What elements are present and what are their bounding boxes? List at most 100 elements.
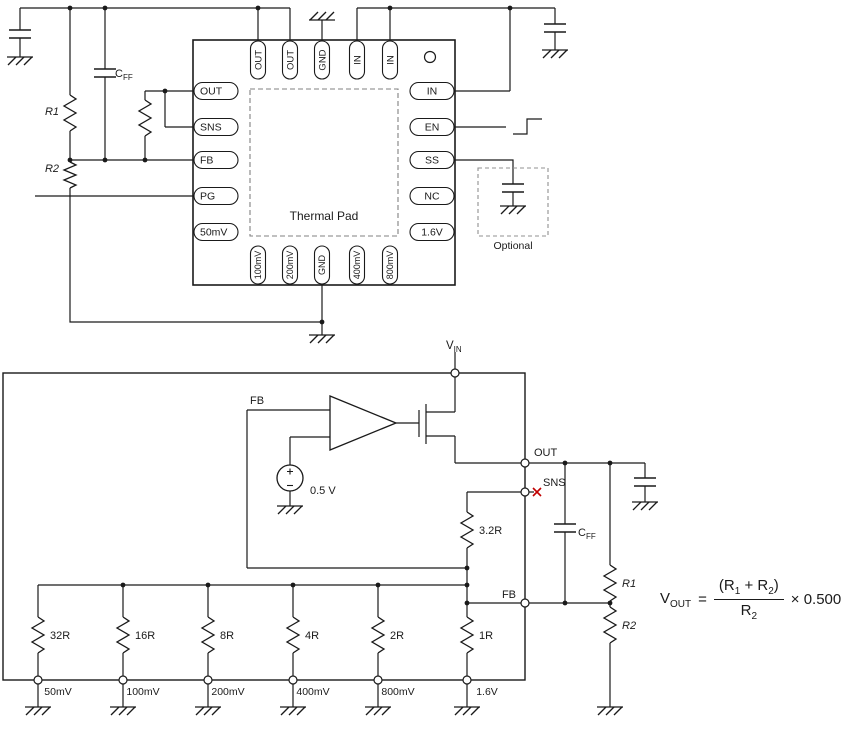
vout-formula: VOUT = (R1 + R2) R2 × 0.500 [660, 577, 841, 622]
pin-bottom-3 [313, 245, 331, 285]
pin-bottom-1 [249, 245, 267, 285]
en-step-signal [513, 118, 542, 135]
soft-start-capacitor [501, 183, 525, 193]
error-amplifier [329, 395, 398, 451]
junction-dot [67, 157, 73, 163]
pin-terminal-out [520, 458, 530, 468]
pin-label-gnd-top: GND [318, 49, 329, 70]
ic-pins-bottom [249, 245, 399, 285]
pin-terminal-200mv [203, 675, 213, 685]
junction-dot [205, 582, 211, 588]
wire-amp-feedback [246, 409, 467, 569]
ground-symbol [109, 706, 137, 716]
resistor-4r-label: 4R [305, 630, 319, 642]
pin-label-out-left: OUT [200, 86, 223, 98]
pin-terminal-1v6 [462, 675, 472, 685]
vin-base: V [446, 340, 454, 352]
junction-dot [464, 600, 470, 606]
formula-num-plus: + R [740, 577, 769, 594]
pin-right-en [409, 117, 455, 137]
ground-symbol [24, 706, 52, 716]
pin-label-400mv-block: 400mV [296, 686, 329, 698]
junction-dot [387, 5, 393, 11]
pin-bottom-5 [381, 245, 399, 285]
junction-dot [607, 600, 613, 606]
resistor-8r [201, 616, 215, 654]
pin-label-50mv: 50mV [200, 227, 227, 239]
resistor-8r-label: 8R [220, 630, 234, 642]
cff-base: C [115, 68, 123, 80]
resistor-r2 [63, 161, 77, 189]
wire-vin-rail [356, 7, 555, 92]
resistor-r2-external [603, 606, 617, 644]
cff-sub: FF [123, 73, 133, 82]
fet-symbol [396, 404, 456, 463]
ic-pins-top [249, 40, 399, 80]
pin-left-fb [193, 150, 239, 170]
formula-den-sub: 2 [751, 611, 758, 622]
formula-equals: = [698, 591, 707, 608]
junction-dot [464, 565, 470, 571]
junction-dot [67, 5, 73, 11]
pin-label-out-top2: OUT [286, 50, 297, 70]
pin-terminals [33, 368, 530, 685]
pin-right-in [409, 81, 455, 101]
capacitor-cff-external [553, 523, 577, 533]
formula-num-sub2: 2 [768, 586, 774, 597]
junction-dot [464, 582, 470, 588]
pin-terminal-fb [520, 598, 530, 608]
resistor-1r [460, 616, 474, 654]
vin-sub: IN [454, 345, 462, 354]
ic-pin-labels-bottom: 100mV 200mV GND 400mV 800mV [253, 251, 395, 280]
junction-dot [562, 460, 568, 466]
top-wiring [19, 7, 556, 335]
junction-dots-block [120, 460, 613, 606]
pin-label-ss: SS [425, 155, 439, 167]
ic-pins-left [193, 81, 239, 242]
ground-symbol [279, 706, 307, 716]
resistor-3r2-label: 3.2R [479, 525, 502, 537]
ic-pin-labels-right: IN EN SS NC 1.6V [421, 86, 443, 239]
pin-label-pg: PG [200, 191, 215, 203]
ground-symbol [364, 706, 392, 716]
wire-out-sns [144, 90, 193, 160]
pin-top-1 [249, 40, 267, 80]
ground-symbol [631, 501, 659, 511]
formula-num-close: ) [773, 577, 779, 594]
pin-right-1v6 [409, 222, 455, 242]
r2-external-label: R2 [622, 620, 636, 632]
pin-right-nc [409, 186, 455, 206]
junction-dot [120, 582, 126, 588]
device-boundary [2, 372, 526, 681]
resistor-3r2 [460, 511, 474, 549]
formula-lhs: VOUT [660, 590, 691, 610]
junction-dot [102, 5, 108, 11]
pin-label-sns: SNS [200, 122, 222, 134]
formula-lhs-base: V [660, 589, 671, 607]
wire-vout-rail [20, 7, 291, 40]
pin-terminal-400mv [288, 675, 298, 685]
pin-label-fb: FB [200, 155, 213, 167]
resistor-32r-label: 32R [50, 630, 70, 642]
pin-bottom-4 [348, 245, 366, 285]
formula-num-sub1: 1 [734, 586, 741, 597]
pin-label-50mv-block: 50mV [44, 686, 71, 698]
voltage-reference [276, 464, 304, 492]
ic-package: Thermal Pad OUT OUT GND IN IN [192, 39, 456, 286]
pin-label-in-top2: IN [386, 55, 397, 65]
optional-label: Optional [493, 240, 532, 252]
pin-label-1v6: 1.6V [421, 227, 443, 239]
junction-dot [507, 5, 513, 11]
pin-label-in: IN [427, 86, 438, 98]
ground-symbol [499, 205, 527, 215]
pin-terminal-50mv [33, 675, 43, 685]
junction-dot [562, 600, 568, 606]
pin-terminal-sns [520, 487, 530, 497]
pin-label-gnd-bottom: GND [317, 255, 327, 276]
thermal-pad [249, 88, 399, 237]
pin-terminal-in [450, 368, 460, 378]
block-wiring [37, 352, 646, 707]
pin-label-200mv: 200mV [285, 251, 295, 280]
